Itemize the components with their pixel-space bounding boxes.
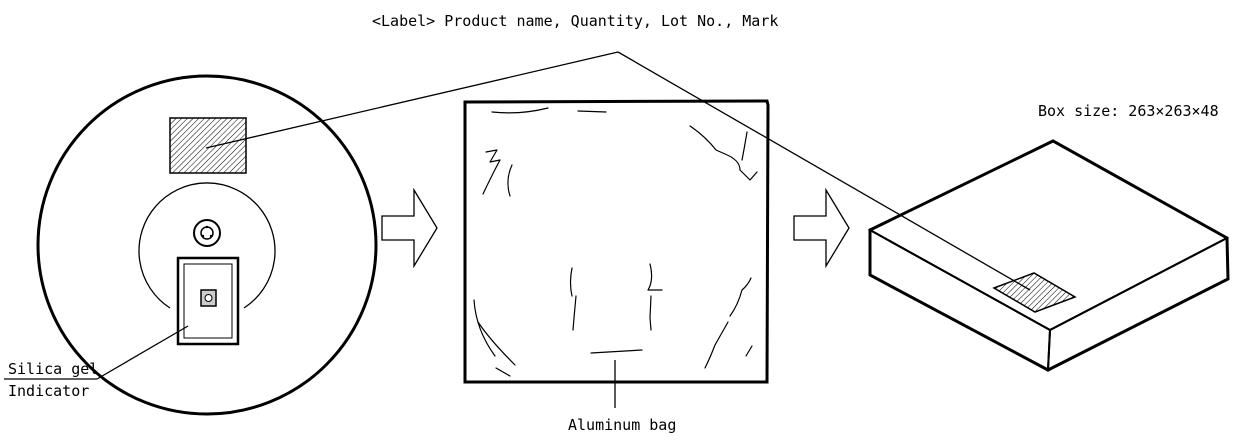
reel-center-hole	[193, 219, 221, 247]
reel	[36, 74, 378, 416]
aluminum-bag-outline	[463, 99, 770, 384]
box-label	[992, 272, 1077, 313]
label-leader-lines	[205, 51, 1031, 291]
label-callout-text: <Label> Product name, Quantity, Lot No.,…	[372, 12, 778, 30]
arrow-right-2	[793, 187, 850, 269]
aluminum-bag: Aluminum bag	[463, 99, 770, 434]
box-right-face	[1046, 236, 1230, 372]
reel-outline	[36, 74, 378, 416]
silica-gel-label: Silica gel	[8, 360, 98, 378]
silica-gel-packet	[176, 256, 240, 346]
arrow-right-1	[381, 187, 438, 269]
indicator-label: Indicator	[8, 382, 89, 400]
indicator-card	[200, 289, 217, 307]
shipping-box: Box size: 263×263×48	[867, 102, 1230, 372]
aluminum-bag-label: Aluminum bag	[568, 416, 676, 434]
reel-label	[169, 117, 247, 174]
aluminum-bag-wrinkles	[473, 107, 758, 377]
reel-hub-arc	[138, 182, 276, 309]
box-size-label: Box size: 263×263×48	[1038, 102, 1219, 120]
silica-gel-callout: Silica gel Indicator	[4, 325, 189, 400]
